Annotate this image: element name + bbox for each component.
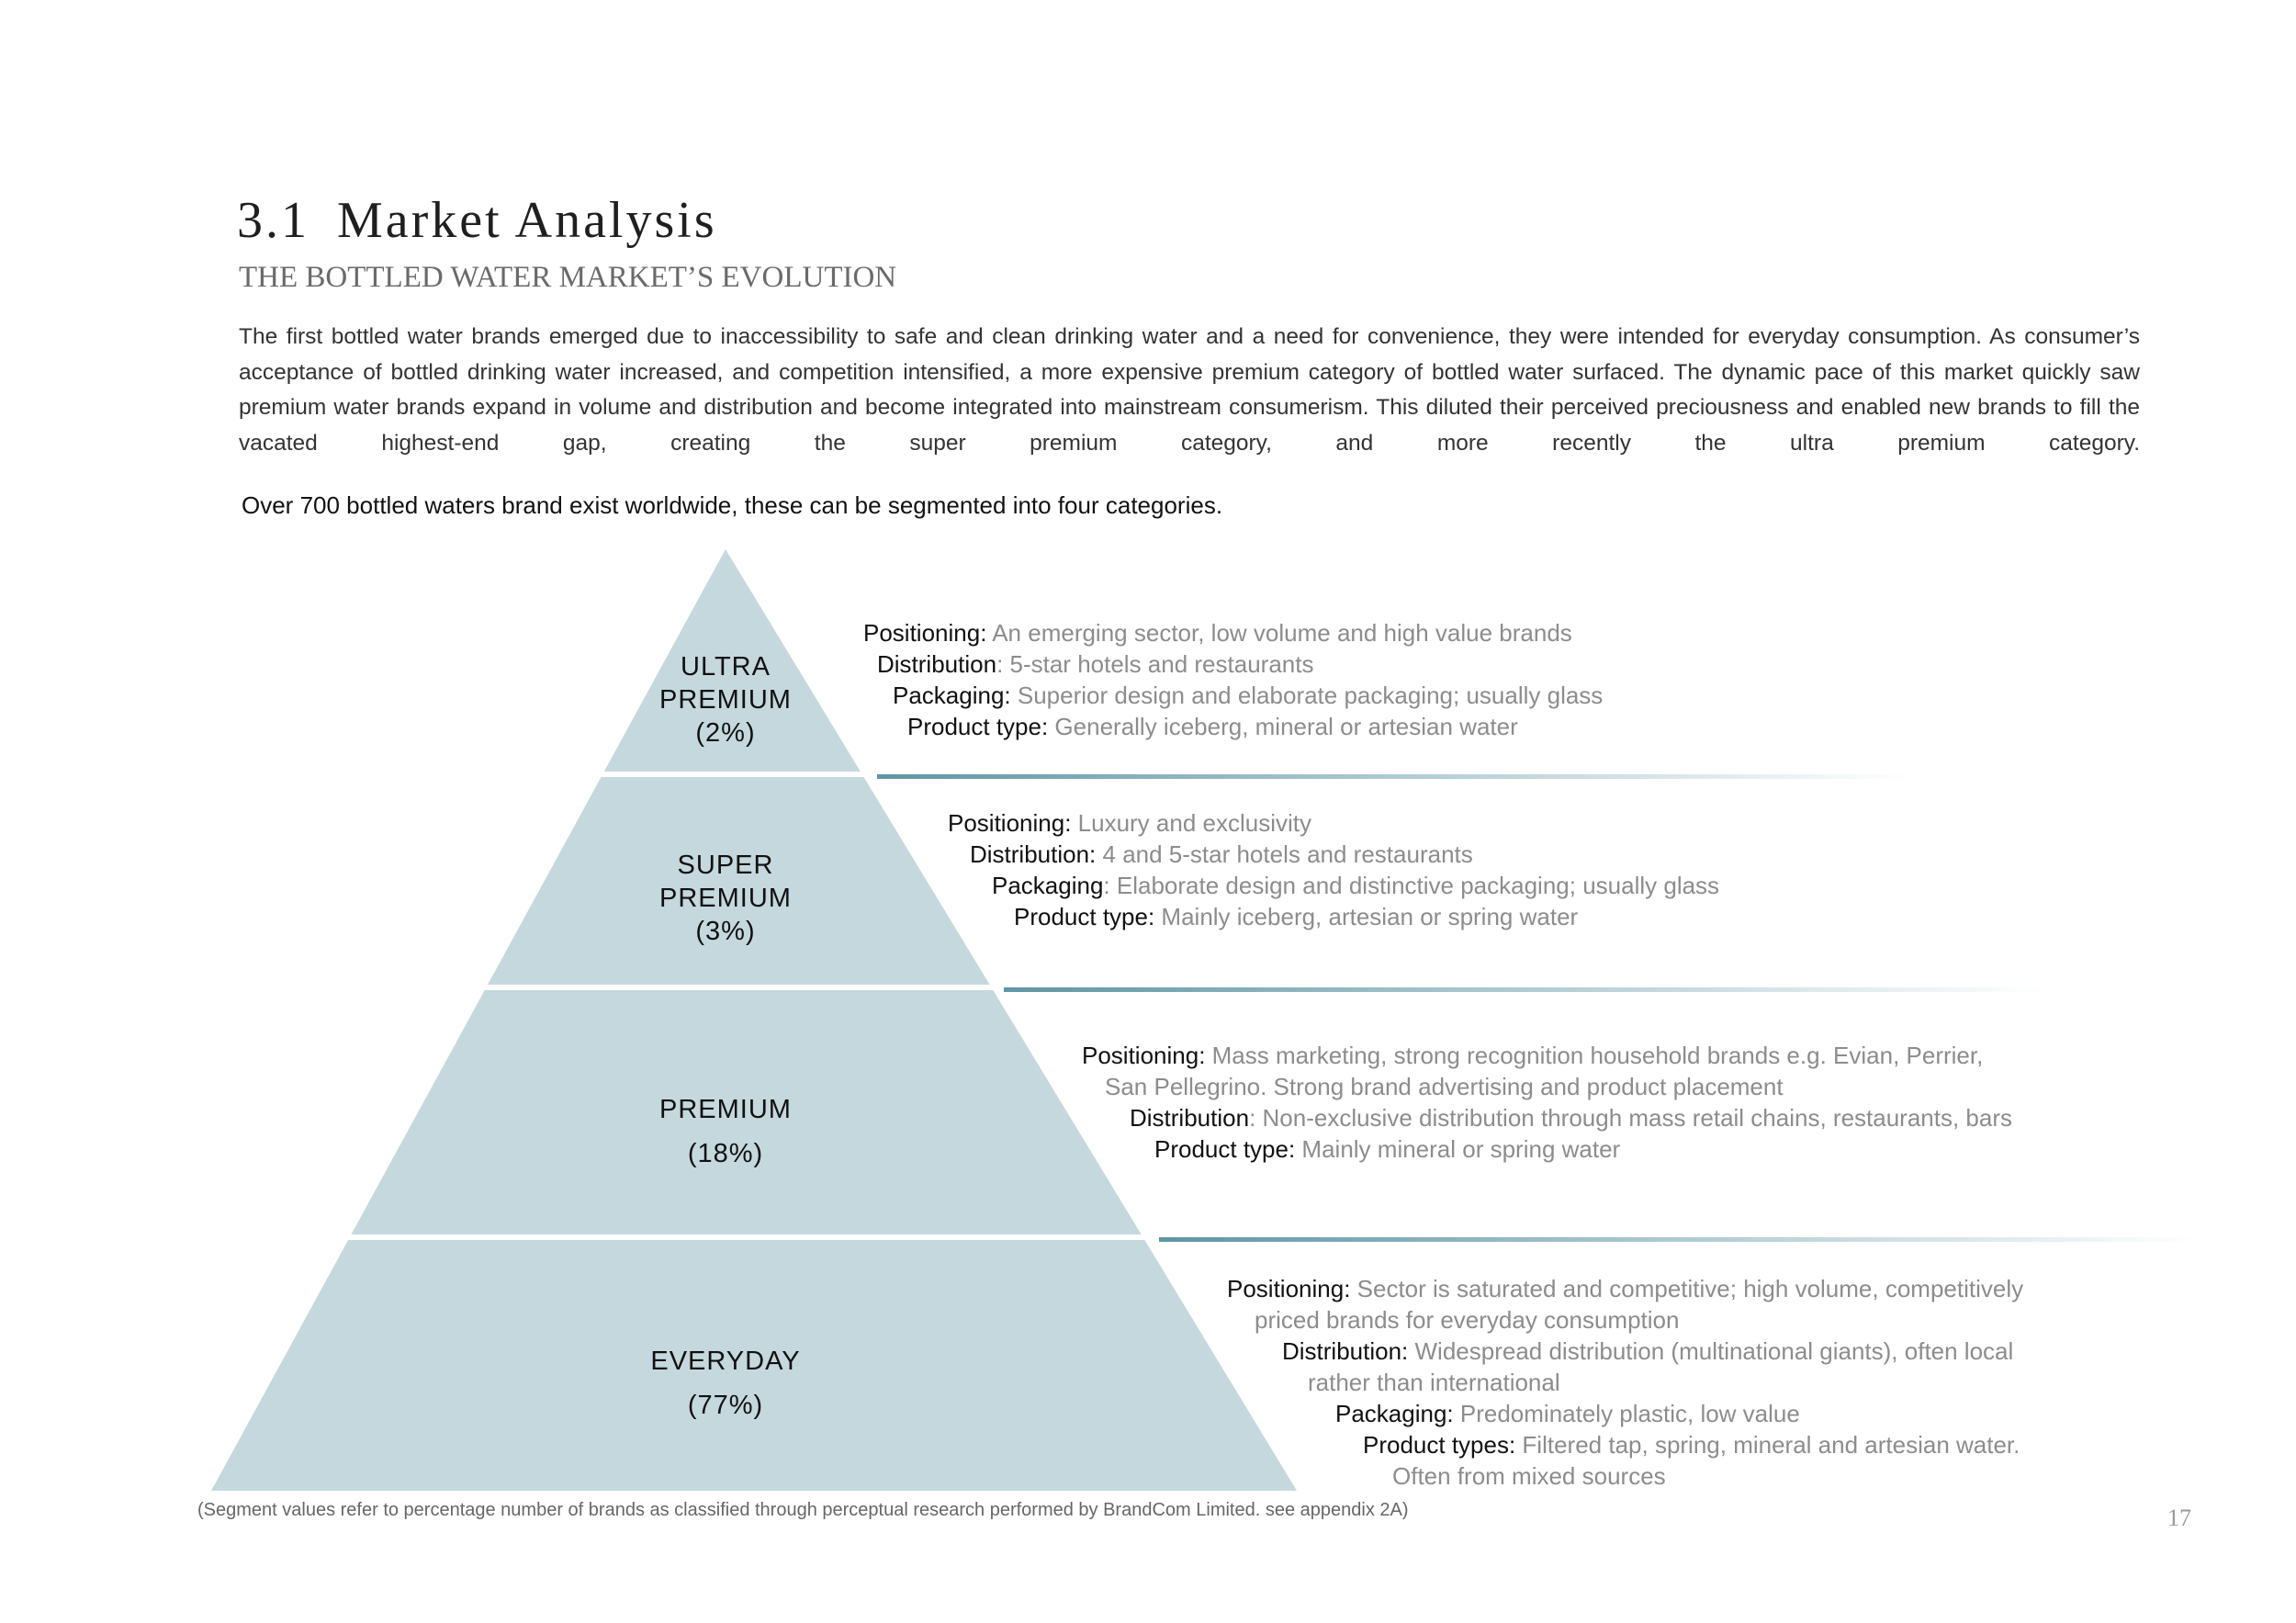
segment-name-line1: ULTRA [681, 652, 771, 682]
detail-line: Product type: Mainly iceberg, artesian o… [1014, 903, 1579, 930]
detail-line: Product types: Filtered tap, spring, min… [1363, 1431, 2020, 1459]
footnote: (Segment values refer to percentage numb… [197, 1500, 1409, 1520]
segment-name-line2: PREMIUM [659, 685, 792, 715]
segment-label-super-premium: SUPER PREMIUM (3%) [634, 849, 817, 948]
detail-line: Product type: Mainly mineral or spring w… [1154, 1135, 1621, 1163]
detail-line: Distribution: 5-star hotels and restaura… [877, 650, 1314, 678]
separator-rule-3 [1159, 1237, 2200, 1242]
page-number: 17 [2167, 1505, 2191, 1531]
detail-line: Packaging: Superior design and elaborate… [893, 682, 1604, 709]
page-subtitle: THE BOTTLED WATER MARKET’S EVOLUTION [239, 261, 897, 294]
segment-label-ultra-premium: ULTRA PREMIUM (2%) [634, 650, 817, 750]
segment-name-line1: PREMIUM [659, 1095, 792, 1124]
segment-name-line2: PREMIUM [659, 884, 792, 913]
lead-sentence: Over 700 bottled waters brand exist worl… [242, 491, 1223, 519]
segment-share: (18%) [687, 1139, 764, 1168]
page-title: 3.1 Market Analysis [237, 191, 717, 250]
segment-name-line1: SUPER [677, 851, 774, 880]
detail-line: Distribution: 4 and 5-star hotels and re… [970, 840, 1473, 868]
segment-label-everyday: EVERYDAY (77%) [634, 1339, 817, 1427]
intro-paragraph-last: perceived preciousness and enabled new b… [239, 395, 2141, 456]
separator-rule-1 [877, 774, 1915, 779]
segment-details-ultra-premium: Positioning: An emerging sector, low vol… [863, 617, 1603, 742]
detail-line: Packaging: Elaborate design and distinct… [992, 872, 1720, 899]
section-number: 3.1 [237, 192, 310, 249]
intro-paragraph-main: The first bottled water brands emerged d… [239, 324, 2140, 420]
detail-line: San Pellegrino. Strong brand advertising… [1105, 1073, 1784, 1100]
tier-everyday [211, 1240, 1297, 1491]
segment-label-premium: PREMIUM (18%) [634, 1088, 817, 1176]
segment-details-everyday: Positioning: Sector is saturated and com… [1227, 1273, 2023, 1492]
detail-line: Often from mixed sources [1392, 1462, 1666, 1490]
section-title: Market Analysis [337, 192, 717, 249]
detail-line: Product type: Generally iceberg, mineral… [907, 713, 1518, 740]
detail-line: Positioning: Sector is saturated and com… [1227, 1275, 2024, 1302]
detail-line: Positioning: An emerging sector, low vol… [863, 619, 1572, 647]
tier-premium [351, 990, 1142, 1234]
segment-share: (77%) [687, 1391, 764, 1420]
tier-ultra-premium [603, 549, 861, 772]
detail-line: rather than international [1308, 1369, 1560, 1396]
detail-line: priced brands for everyday consumption [1255, 1306, 1680, 1334]
segment-name-line1: EVERYDAY [650, 1347, 801, 1376]
detail-line: Packaging: Predominately plastic, low va… [1335, 1400, 1800, 1427]
detail-line: Positioning: Luxury and exclusivity [948, 809, 1311, 837]
segment-share: (2%) [695, 718, 756, 748]
segment-details-premium: Positioning: Mass marketing, strong reco… [1082, 1040, 2012, 1165]
tier-super-premium [488, 777, 990, 985]
segment-share: (3%) [695, 917, 756, 946]
intro-paragraph: The first bottled water brands emerged d… [239, 320, 2140, 461]
detail-line: Distribution: Non-exclusive distribution… [1130, 1104, 2012, 1132]
detail-line: Positioning: Mass marketing, strong reco… [1082, 1042, 1984, 1069]
detail-line: Distribution: Widespread distribution (m… [1282, 1337, 2014, 1365]
separator-rule-2 [1004, 987, 2043, 992]
segment-details-super-premium: Positioning: Luxury and exclusivity Dist… [948, 807, 1719, 932]
